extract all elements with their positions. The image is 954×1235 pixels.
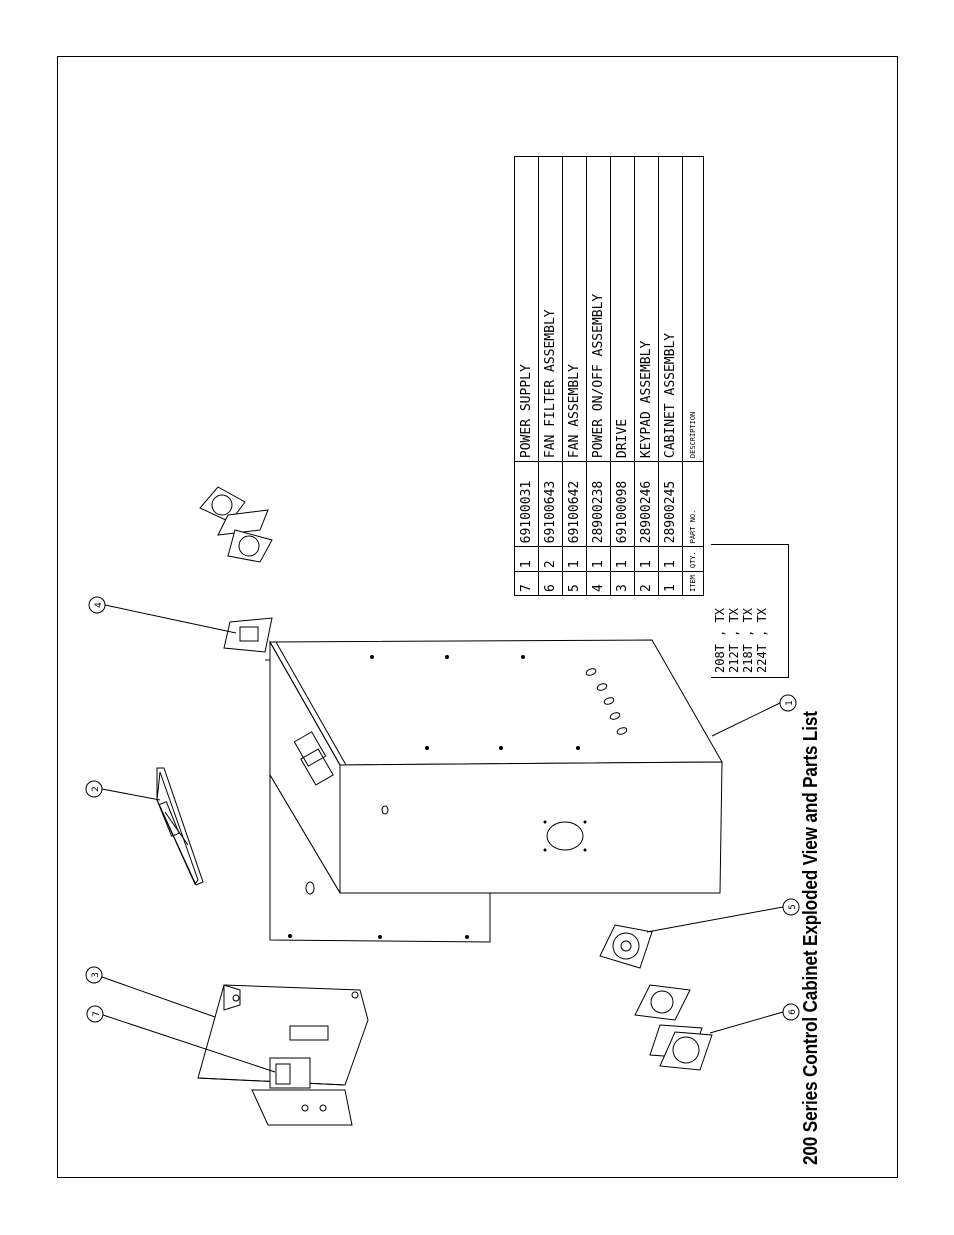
- fan-filter-top: [199, 486, 273, 563]
- qty-cell: 1: [586, 546, 611, 572]
- model-applicability-box: 208T , TX 212T , TX 218T , TX 224T , TX: [711, 544, 789, 678]
- power-on-off-assembly: [223, 617, 273, 653]
- description-cell: FAN ASSEMBLY: [562, 156, 587, 462]
- part-no-cell: 69100643: [538, 461, 563, 547]
- parts-table: 7 1 69100031 POWER SUPPLY 6 2 69100643 F…: [514, 156, 704, 596]
- callout-5: [646, 898, 800, 933]
- model-line: 208T , TX: [713, 607, 727, 673]
- part-no-cell: 28900246: [634, 461, 659, 547]
- table-row: 2 1 28900246 KEYPAD ASSEMBLY: [634, 156, 659, 596]
- page-title: 200 Series Control Cabinet Exploded View…: [800, 711, 822, 1165]
- callout-6-label: 6: [788, 1009, 798, 1015]
- callout-5-label: 5: [788, 904, 798, 910]
- callout-7: [86, 1005, 276, 1073]
- item-cell: 5: [562, 571, 587, 596]
- fan-filter-assembly: [634, 984, 713, 1071]
- description-cell: FAN FILTER ASSEMBLY: [538, 156, 563, 462]
- description-cell: POWER SUPPLY: [514, 156, 539, 462]
- table-row: 1 1 28900245 CABINET ASSEMBLY: [658, 156, 683, 596]
- item-cell: 2: [634, 571, 659, 596]
- description-cell: KEYPAD ASSEMBLY: [634, 156, 659, 462]
- item-cell: 3: [610, 571, 635, 596]
- part-no-cell: 69100642: [562, 461, 587, 547]
- header-part-no: PART NO.: [682, 461, 704, 547]
- qty-cell: 1: [514, 546, 539, 572]
- callout-6: [709, 1003, 800, 1034]
- qty-cell: 2: [538, 546, 563, 572]
- table-row: 7 1 69100031 POWER SUPPLY: [514, 156, 539, 596]
- callout-3: [85, 966, 216, 1018]
- header-item: ITEM: [682, 571, 704, 596]
- table-row: 4 1 28900238 POWER ON/OFF ASSEMBLY: [586, 156, 611, 596]
- callout-4-label: 4: [94, 602, 104, 608]
- table-row: 5 1 69100642 FAN ASSEMBLY: [562, 156, 587, 596]
- drawing-frame: [57, 56, 898, 1178]
- cabinet-assembly: [265, 639, 723, 943]
- qty-cell: 1: [658, 546, 683, 572]
- callout-2: [85, 780, 161, 801]
- part-no-cell: 69100031: [514, 461, 539, 547]
- keypad-assembly: [156, 767, 204, 886]
- part-no-cell: 69100098: [610, 461, 635, 547]
- header-qty: QTY.: [682, 546, 704, 572]
- callout-2-label: 2: [91, 786, 101, 792]
- fan-assembly: [599, 924, 653, 969]
- item-cell: 7: [514, 571, 539, 596]
- description-cell: DRIVE: [610, 156, 635, 462]
- drive-assembly: [197, 984, 369, 1126]
- model-line: 212T , TX: [727, 607, 741, 673]
- description-cell: CABINET ASSEMBLY: [658, 156, 683, 462]
- model-line: 218T , TX: [741, 607, 755, 673]
- qty-cell: 1: [634, 546, 659, 572]
- callout-1: [711, 694, 797, 737]
- callout-3-label: 3: [91, 972, 101, 978]
- part-no-cell: 28900238: [586, 461, 611, 547]
- callout-7-label: 7: [92, 1011, 102, 1017]
- model-line: 224T , TX: [755, 607, 769, 673]
- table-row: 6 2 69100643 FAN FILTER ASSEMBLY: [538, 156, 563, 596]
- item-cell: 6: [538, 571, 563, 596]
- item-cell: 1: [658, 571, 683, 596]
- qty-cell: 1: [562, 546, 587, 572]
- callout-1-label: 1: [785, 700, 795, 706]
- qty-cell: 1: [610, 546, 635, 572]
- description-cell: POWER ON/OFF ASSEMBLY: [586, 156, 611, 462]
- table-row: 3 1 69100098 DRIVE: [610, 156, 635, 596]
- header-description: DESCRIPTION: [682, 156, 704, 462]
- callout-4: [88, 596, 237, 634]
- table-header-row: ITEM QTY. PART NO. DESCRIPTION: [682, 156, 704, 596]
- item-cell: 4: [586, 571, 611, 596]
- part-no-cell: 28900245: [658, 461, 683, 547]
